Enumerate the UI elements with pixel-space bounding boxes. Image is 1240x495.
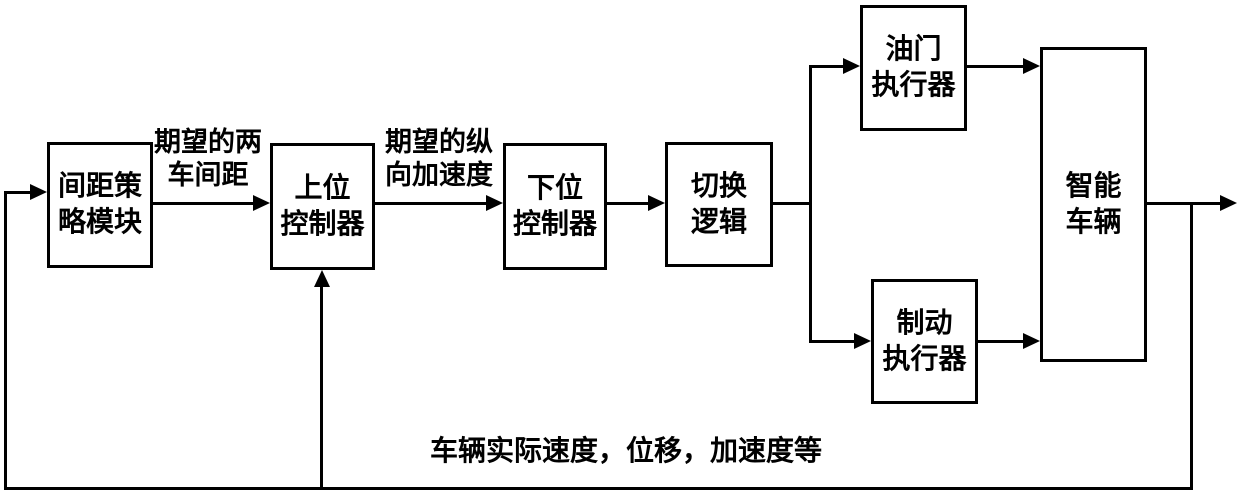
- node-label-line: 下位: [526, 172, 583, 204]
- arrowhead-feedback-into-upper: [314, 270, 330, 287]
- arrowhead-into-spacing: [30, 184, 47, 200]
- node-label-line: 控制器: [512, 208, 597, 240]
- node-label-line: 执行器: [882, 343, 967, 375]
- edge-label-line: 向加速度: [385, 159, 493, 190]
- connector-switch-to-branch: [773, 202, 812, 205]
- node-label-line: 略模块: [57, 207, 142, 238]
- node-label-line: 油门: [885, 34, 942, 66]
- edge-label-desired-gap: 期望的两 车间距: [150, 126, 266, 192]
- connector-feedback-bottom: [4, 487, 1193, 490]
- arrowhead-into-upper: [253, 195, 270, 211]
- connector-throttle-to-vehicle: [967, 65, 1023, 68]
- node-label-line: 逻辑: [690, 206, 747, 238]
- connector-branch-to-throttle: [809, 65, 843, 68]
- connector-spacing-to-upper: [153, 202, 253, 205]
- edge-label-line: 车间距: [167, 159, 249, 190]
- node-lower-controller: 下位 控制器: [503, 143, 607, 270]
- node-label-line: 车辆: [1065, 206, 1122, 238]
- arrowhead-output: [1220, 195, 1237, 211]
- connector-lower-to-switch: [607, 202, 648, 205]
- node-intelligent-vehicle: 智能 车辆: [1040, 47, 1147, 362]
- arrowhead-brake-into-vehicle: [1023, 333, 1040, 349]
- arrowhead-into-throttle: [843, 58, 860, 74]
- node-label-line: 间距策: [57, 171, 142, 203]
- arrowhead-into-brake: [854, 333, 871, 349]
- edge-label-line: 期望的纵: [385, 127, 493, 157]
- node-throttle-actuator: 油门 执行器: [860, 5, 967, 131]
- connector-feedback-left-vertical: [4, 191, 7, 490]
- node-label-line: 智能: [1065, 170, 1122, 202]
- node-switching-logic: 切换 逻辑: [665, 142, 773, 267]
- arrowhead-into-lower: [486, 195, 503, 211]
- connector-vehicle-output: [1147, 202, 1220, 205]
- arrowhead-into-switch: [648, 195, 665, 211]
- connector-brake-to-vehicle: [978, 340, 1023, 343]
- node-brake-actuator: 制动 执行器: [871, 279, 978, 404]
- node-label-line: 执行器: [871, 70, 956, 101]
- edge-label-feedback: 车辆实际速度，位移，加速度等: [430, 436, 823, 467]
- connector-feedback-right-vertical: [1190, 202, 1193, 490]
- edge-label-line: 期望的两: [154, 127, 262, 157]
- connector-feedback-to-upper: [320, 285, 323, 489]
- edge-label-desired-acceleration: 期望的纵 向加速度: [378, 126, 500, 192]
- arrowhead-throttle-into-vehicle: [1023, 58, 1040, 74]
- connector-branch-vertical: [809, 65, 812, 343]
- node-label-line: 切换: [690, 170, 747, 202]
- node-spacing-strategy-module: 间距策 略模块: [47, 142, 153, 268]
- connector-branch-to-brake: [809, 340, 854, 343]
- connector-feedback-into-spacing: [4, 191, 32, 194]
- node-label-line: 制动: [896, 307, 953, 339]
- node-upper-controller: 上位 控制器: [270, 143, 375, 270]
- node-label-line: 上位: [294, 172, 351, 204]
- node-label-line: 控制器: [280, 208, 365, 240]
- connector-upper-to-lower: [375, 202, 486, 205]
